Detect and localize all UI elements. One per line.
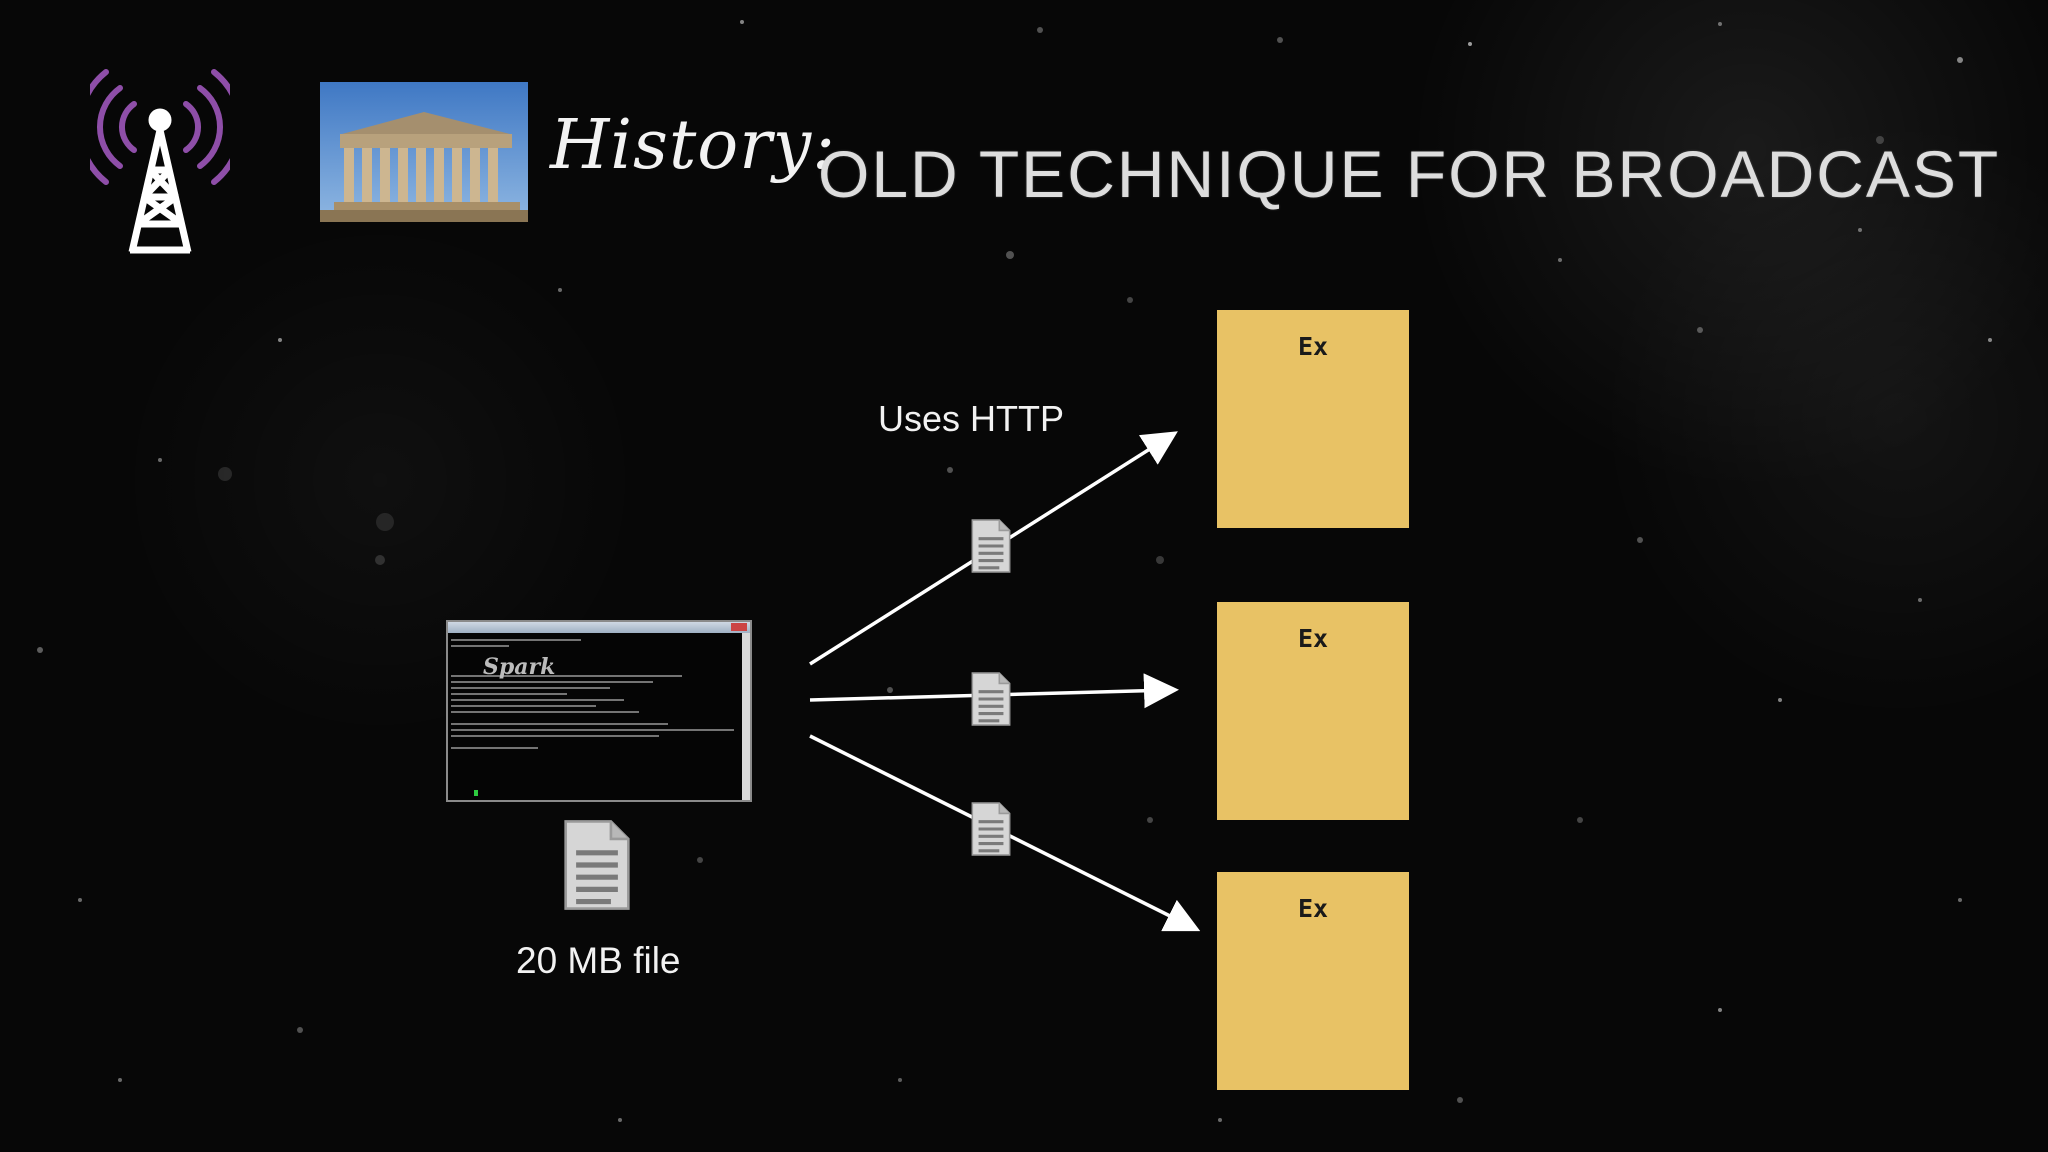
terminal-output	[451, 635, 740, 800]
close-icon	[731, 623, 747, 631]
executor-box: Ex	[1217, 310, 1409, 528]
broadcast-tower-icon	[90, 69, 230, 254]
executor-box: Ex	[1217, 872, 1409, 1090]
document-icon	[970, 801, 1012, 857]
page-title: OLD TECHNIQUE FOR BROADCAST	[818, 137, 2001, 211]
terminal-scrollbar	[742, 633, 750, 800]
document-icon	[970, 671, 1012, 727]
parthenon-photo	[320, 82, 528, 222]
executor-label: Ex	[1297, 624, 1329, 653]
executor-label: Ex	[1297, 332, 1329, 361]
executor-box: Ex	[1217, 602, 1409, 820]
edge-label: Uses HTTP	[878, 398, 1065, 439]
spark-logo: Spark	[483, 654, 556, 680]
file-icon	[566, 821, 629, 908]
terminal-title-bar	[448, 622, 750, 633]
title-prefix: History:	[550, 106, 837, 185]
file-label: 20 MB file	[516, 940, 681, 981]
executor-label: Ex	[1297, 894, 1329, 923]
spark-shell-terminal: Spark	[446, 620, 752, 802]
document-icon	[970, 518, 1012, 574]
terminal-cursor	[474, 790, 478, 796]
